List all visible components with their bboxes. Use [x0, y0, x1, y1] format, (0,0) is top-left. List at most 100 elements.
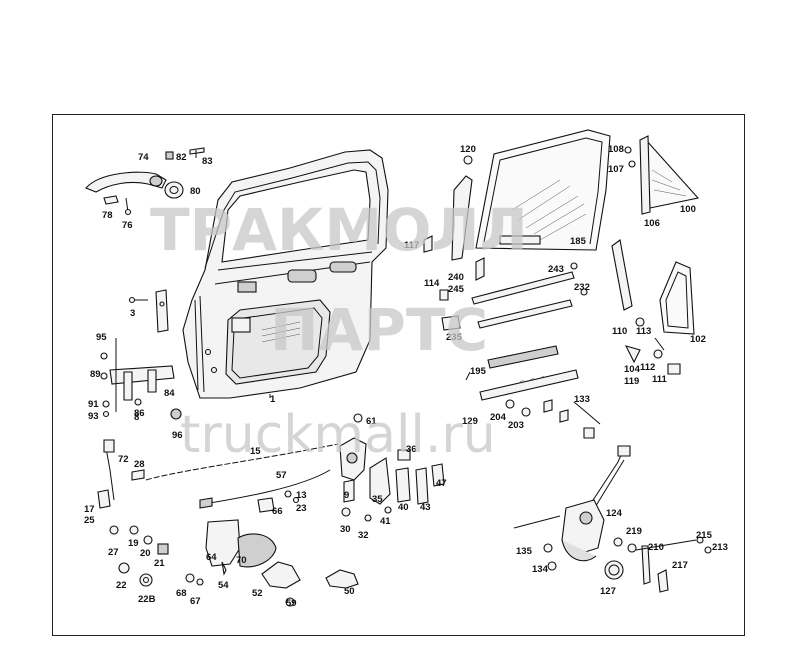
- callout: 8: [134, 412, 139, 423]
- callout: 195: [470, 366, 487, 377]
- callout: 19: [128, 538, 139, 549]
- callout: 43: [420, 502, 431, 513]
- callout: 40: [398, 502, 409, 513]
- callout: 215: [696, 530, 713, 541]
- callout: 64: [206, 552, 217, 563]
- callout: 213: [712, 542, 728, 553]
- rear-door-shell: [182, 149, 389, 399]
- callout: 21: [154, 558, 165, 569]
- callout: 17: [84, 504, 95, 515]
- callout: 86: [134, 408, 145, 419]
- callout: 70: [236, 555, 247, 566]
- callout: 127: [600, 586, 616, 597]
- callout: 203: [508, 420, 524, 431]
- lower-small-parts: [109, 525, 169, 587]
- callout: 35: [372, 494, 383, 505]
- callout: 61: [366, 416, 377, 427]
- window-glass-group: [423, 129, 611, 401]
- callout: 112: [640, 362, 655, 373]
- callout: 1: [270, 394, 276, 405]
- callout: 91: [88, 399, 99, 410]
- callout: 204: [490, 412, 507, 423]
- callout: 15: [250, 446, 261, 457]
- callout: 111: [652, 374, 668, 385]
- callout: 9: [344, 490, 349, 501]
- callout: 120: [460, 144, 476, 155]
- callout: 219: [626, 526, 642, 537]
- watermark: ТРАКМОЛЛ ПАРТС truckmall.ru: [150, 196, 528, 465]
- callout: 23: [296, 503, 307, 514]
- callout: 84: [164, 388, 175, 399]
- callout: 134: [532, 564, 549, 575]
- callout: 28: [134, 459, 145, 470]
- callout: 96: [172, 430, 183, 441]
- callout: 32: [358, 530, 369, 541]
- callout: 50: [344, 586, 355, 597]
- callout: 67: [190, 596, 201, 607]
- window-regulator: [505, 399, 712, 593]
- callout: 110: [612, 326, 627, 337]
- callout: 54: [218, 580, 229, 591]
- callout: 22: [116, 580, 127, 591]
- callout: 100: [680, 204, 696, 215]
- callout: 82: [176, 152, 187, 163]
- leader-lines: [195, 150, 665, 425]
- rods: [97, 439, 339, 509]
- callout: 107: [608, 164, 624, 175]
- callout: 104: [624, 364, 641, 375]
- watermark-line3: truckmall.ru: [180, 405, 496, 465]
- callout: 83: [202, 156, 213, 167]
- watermark-line1: ТРАКМОЛЛ: [150, 196, 528, 264]
- callout: 117: [404, 240, 419, 251]
- callout: 210: [648, 542, 664, 553]
- callout: 245: [448, 284, 465, 295]
- callout: 59: [286, 598, 297, 609]
- callout: 108: [608, 144, 624, 155]
- callout: 135: [516, 546, 533, 557]
- callout: 68: [176, 588, 187, 599]
- lock-parts-left: [100, 289, 182, 420]
- quarter-window-group: [611, 135, 700, 375]
- callout: 66: [272, 506, 283, 517]
- callout: 36: [406, 444, 417, 455]
- callout: 185: [570, 236, 587, 247]
- callout: 20: [140, 548, 151, 559]
- callout: 133: [574, 394, 590, 405]
- callout: 47: [436, 478, 447, 489]
- callout: 41: [380, 516, 391, 527]
- callout: 52: [252, 588, 263, 599]
- callout: 124: [606, 508, 623, 519]
- callout: 13: [296, 490, 307, 501]
- callout: 129: [462, 416, 478, 427]
- callout: 22B: [138, 594, 156, 605]
- callout: 25: [84, 515, 95, 526]
- callout: 235: [446, 332, 463, 343]
- callout: 78: [102, 210, 113, 221]
- callout: 243: [548, 264, 564, 275]
- callout: 95: [96, 332, 107, 343]
- callout: 27: [108, 547, 119, 558]
- callout: 106: [644, 218, 660, 229]
- callout: 72: [118, 454, 129, 465]
- callout: 74: [138, 152, 149, 163]
- callout: 76: [122, 220, 133, 231]
- callout: 30: [340, 524, 351, 535]
- callout-labels: 1 3 8 9 13 15 17 19 20 21 22 22B 23 25 2…: [84, 144, 728, 609]
- callout: 119: [624, 376, 639, 387]
- callout: 80: [190, 186, 201, 197]
- watermark-line2: ПАРТС: [270, 296, 488, 364]
- callout: 57: [276, 470, 287, 481]
- callout: 3: [130, 308, 135, 319]
- callout: 232: [574, 282, 590, 293]
- callout: 93: [88, 411, 99, 422]
- outer-handle-group: [85, 147, 205, 216]
- callout: 89: [90, 369, 101, 380]
- inner-handle-group: [185, 490, 359, 607]
- callout: 217: [672, 560, 688, 571]
- lock-mechanism: [339, 413, 445, 522]
- callout: 102: [690, 334, 706, 345]
- callout: 240: [448, 272, 464, 283]
- callout: 113: [636, 326, 651, 337]
- callout: 114: [424, 278, 440, 289]
